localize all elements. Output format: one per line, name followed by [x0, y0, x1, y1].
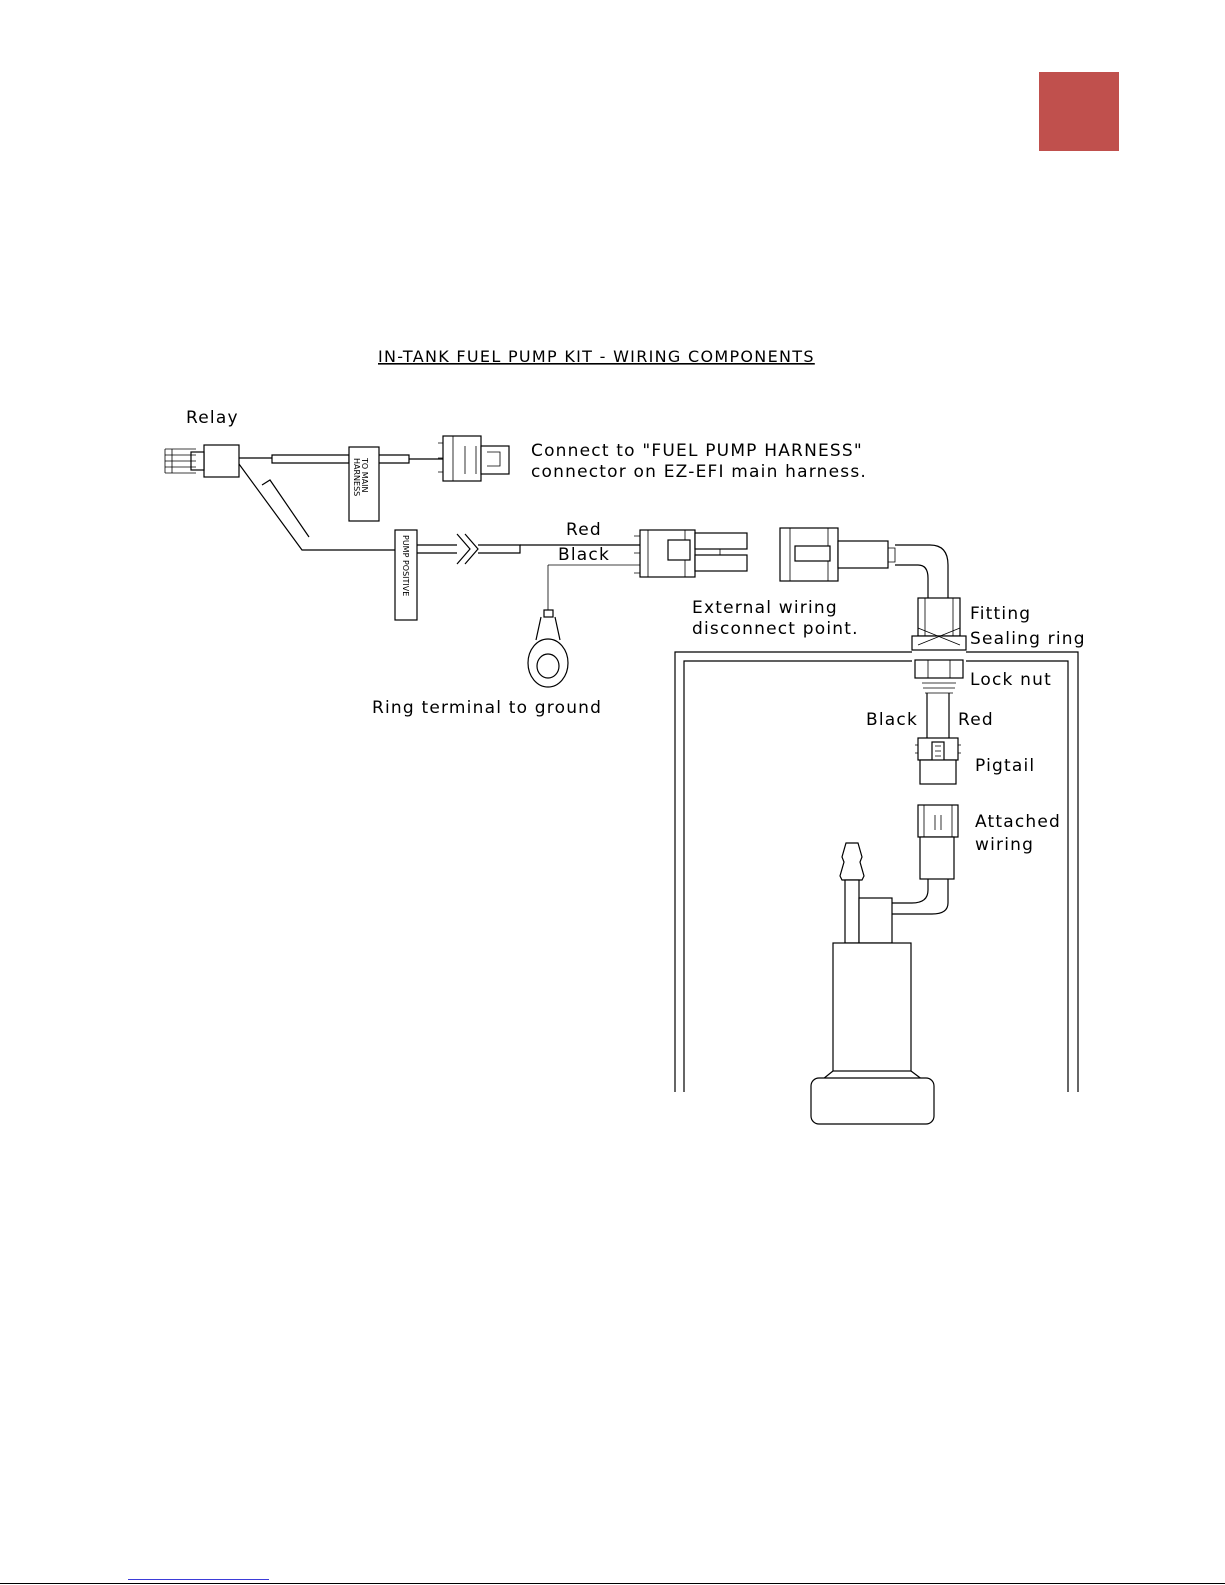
tag-to-main-line2: HARNESS — [352, 458, 361, 496]
fitting-label: Fitting — [970, 604, 1031, 624]
main-harness-connector-icon — [438, 436, 509, 481]
black-wire-label: Black — [558, 545, 610, 565]
relay-label: Relay — [186, 408, 239, 428]
footer-rule — [0, 1583, 1225, 1584]
ring-terminal-label: Ring terminal to ground — [372, 698, 602, 718]
disconnect-connector-left-icon — [634, 530, 747, 577]
attached-label-line1: Attached — [975, 812, 1061, 832]
black-lead-label: Black — [866, 710, 918, 730]
connect-label-line1: Connect to "FUEL PUMP HARNESS" — [531, 441, 863, 461]
ring-terminal-icon — [528, 610, 568, 687]
red-wire-label: Red — [566, 520, 602, 540]
lock-nut-label: Lock nut — [970, 670, 1052, 690]
pigtail-connector-icon — [915, 738, 961, 784]
attached-label-line2: wiring — [975, 835, 1034, 855]
relay-icon — [165, 445, 239, 477]
sealing-ring-label: Sealing ring — [970, 629, 1086, 649]
attached-wiring-connector-icon — [918, 805, 958, 879]
fuel-pump-icon — [811, 843, 934, 1124]
external-label-line2: disconnect point. — [692, 619, 859, 639]
tag-pump-positive: PUMP POSITIVE — [401, 535, 410, 596]
footer-link-underline[interactable] — [128, 1579, 269, 1580]
disconnect-connector-right-icon — [780, 528, 895, 581]
external-label-line1: External wiring — [692, 598, 838, 618]
diagram-title: IN-TANK FUEL PUMP KIT - WIRING COMPONENT… — [378, 347, 815, 366]
pigtail-label: Pigtail — [975, 756, 1035, 776]
connect-label-line2: connector on EZ-EFI main harness. — [531, 462, 867, 482]
red-lead-label: Red — [958, 710, 994, 730]
